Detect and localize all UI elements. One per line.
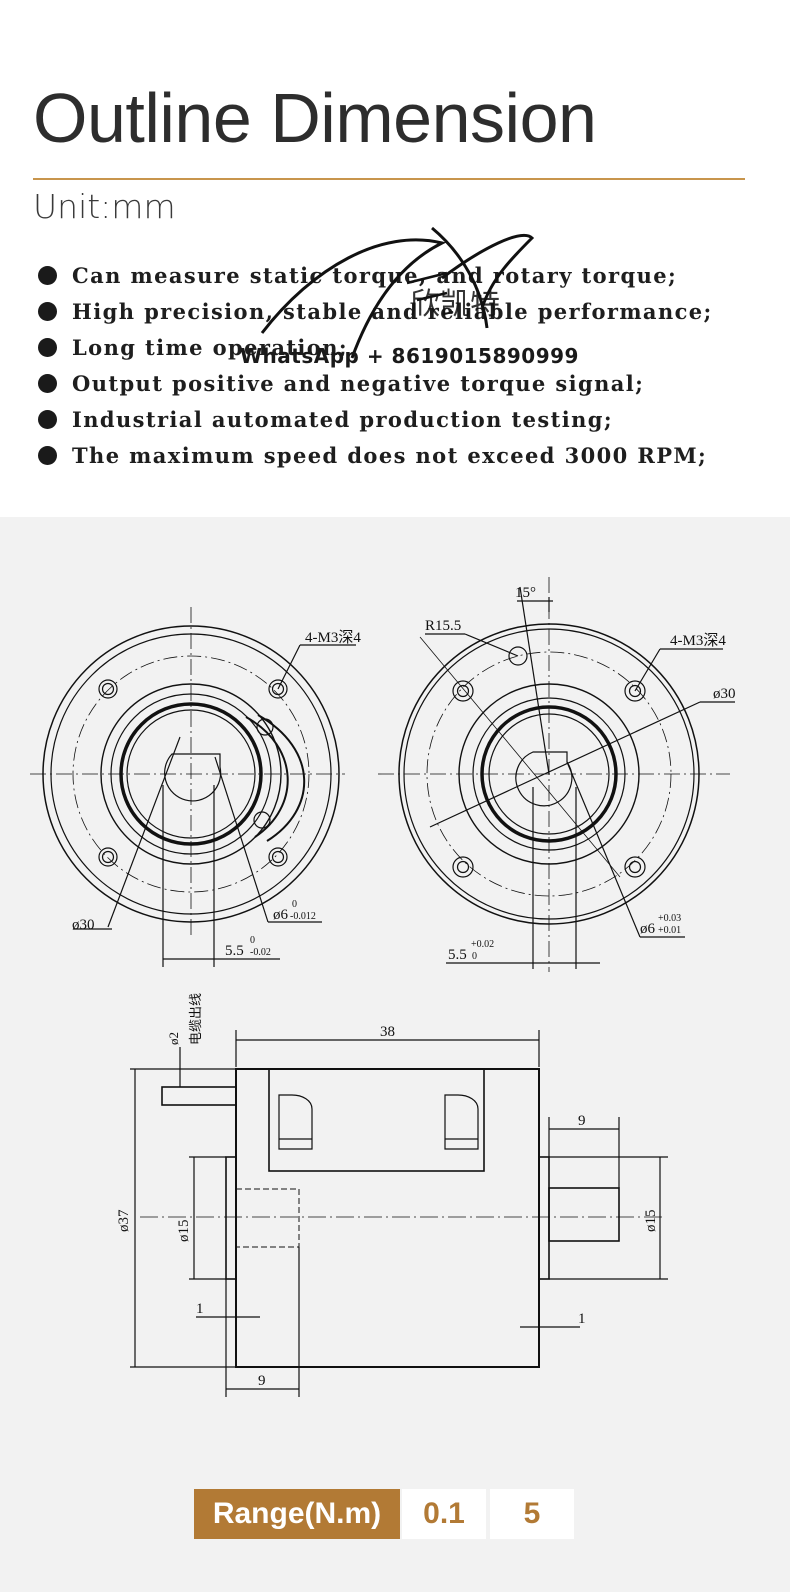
side-left-depth-label: 9 <box>258 1373 266 1389</box>
feature-text: Output positive and negative torque sign… <box>72 371 645 396</box>
right-hole-label: 4-M3深4 <box>670 632 726 649</box>
left-shaft-tol-lower: -0.012 <box>290 911 316 922</box>
range-value-min: 0.1 <box>402 1489 486 1539</box>
bullet-icon <box>38 446 57 465</box>
side-left-boss-label: ø15 <box>176 1220 192 1243</box>
right-bore-tol-upper: +0.03 <box>658 913 681 924</box>
right-key-tol-upper: +0.02 <box>471 939 494 950</box>
left-shaft-tol-upper: 0 <box>292 899 297 910</box>
feature-text: High precision, stable and reliable perf… <box>72 299 713 324</box>
right-diameter-label: ø30 <box>713 686 736 702</box>
bullet-icon <box>38 374 57 393</box>
left-shaft-label: ø6 <box>273 907 289 923</box>
side-body-diameter-label: ø37 <box>116 1209 132 1232</box>
side-cable-label: ø2 <box>166 1032 181 1045</box>
front-view-left <box>30 607 356 967</box>
right-key-tol-lower: 0 <box>472 951 477 962</box>
right-angle-label: 15° <box>515 585 536 601</box>
bullet-icon <box>38 302 57 321</box>
left-hole-label: 4-M3深4 <box>305 629 361 646</box>
side-cable-text: 电缆出线 <box>188 993 203 1045</box>
unit-label: Unit:mm <box>33 187 176 226</box>
left-key-tol-upper: 0 <box>250 935 255 946</box>
feature-item: Output positive and negative torque sign… <box>36 366 713 402</box>
range-value-max: 5 <box>490 1489 574 1539</box>
bullet-icon <box>38 266 57 285</box>
front-view-right <box>378 577 735 972</box>
range-table: Range(N.m) 0.1 5 <box>194 1489 574 1539</box>
side-length-label: 38 <box>380 1024 395 1040</box>
feature-item: High precision, stable and reliable perf… <box>36 294 713 330</box>
side-view <box>130 1030 668 1397</box>
right-key-label: 5.5 <box>448 947 467 963</box>
dimension-drawing: 4-M3深4 ø30 ø6 0 -0.012 5.5 0 -0.02 15° R… <box>30 577 736 1397</box>
left-key-label: 5.5 <box>225 943 244 959</box>
drawing-panel: 4-M3深4 ø30 ø6 0 -0.012 5.5 0 -0.02 15° R… <box>0 517 790 1592</box>
left-key-tol-lower: -0.02 <box>250 947 271 958</box>
right-bore-label: ø6 <box>640 921 656 937</box>
side-right-shaft-label: ø15 <box>643 1210 659 1233</box>
bullet-icon <box>38 410 57 429</box>
title-divider <box>33 178 745 180</box>
feature-item: The maximum speed does not exceed 3000 R… <box>36 438 713 474</box>
page-title: Outline Dimension <box>33 79 597 157</box>
feature-text: Industrial automated production testing; <box>72 407 613 432</box>
side-right-step-label: 1 <box>578 1311 586 1327</box>
watermark-whatsapp: WhatsApp + 8619015890999 <box>240 344 579 368</box>
right-bore-tol-lower: +0.01 <box>658 925 681 936</box>
feature-text: Can measure static torque, and rotary to… <box>72 263 678 288</box>
side-shaft-length-label: 9 <box>578 1113 586 1129</box>
feature-item: Can measure static torque, and rotary to… <box>36 258 713 294</box>
right-radius-label: R15.5 <box>425 618 461 634</box>
side-left-step-label: 1 <box>196 1301 204 1317</box>
bullet-icon <box>38 338 57 357</box>
feature-text: The maximum speed does not exceed 3000 R… <box>72 443 708 468</box>
range-label: Range(N.m) <box>194 1489 400 1539</box>
feature-item: Industrial automated production testing; <box>36 402 713 438</box>
left-diameter-label: ø30 <box>72 917 95 933</box>
